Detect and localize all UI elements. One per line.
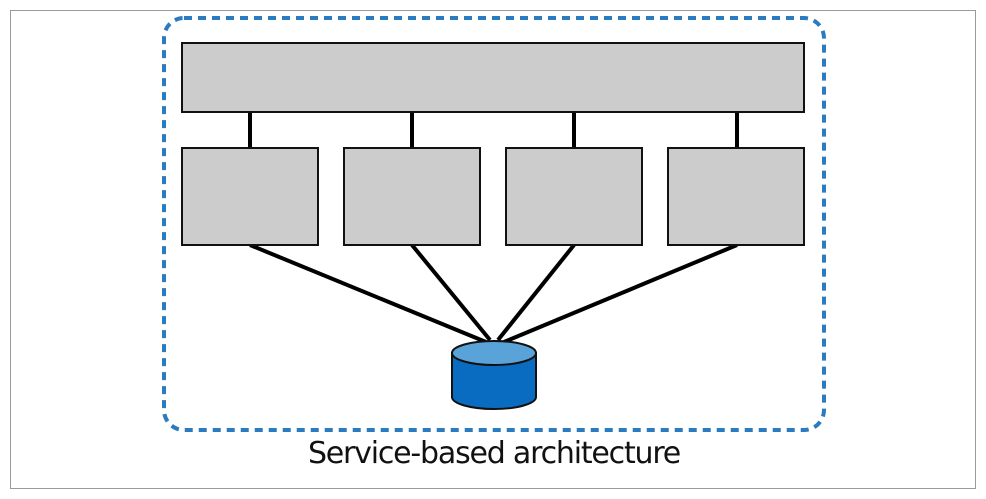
user-interface-box <box>181 42 805 113</box>
connector-service-2-db <box>410 243 492 342</box>
service-db-connectors <box>249 243 738 344</box>
connector-service-4-db <box>503 243 738 344</box>
ui-service-connectors <box>248 112 739 148</box>
service-box-4 <box>667 147 805 246</box>
service-box-3 <box>505 147 643 246</box>
service-box-2 <box>343 147 481 246</box>
database-cylinder-icon <box>451 340 537 410</box>
diagram-caption: Service-based architecture <box>307 436 681 471</box>
connector-service-3-db <box>496 243 576 342</box>
architecture-boundary <box>162 16 826 432</box>
service-box-1 <box>181 147 319 246</box>
connector-service-1-db <box>249 243 487 344</box>
database-top <box>451 340 537 366</box>
database-body <box>451 352 537 410</box>
